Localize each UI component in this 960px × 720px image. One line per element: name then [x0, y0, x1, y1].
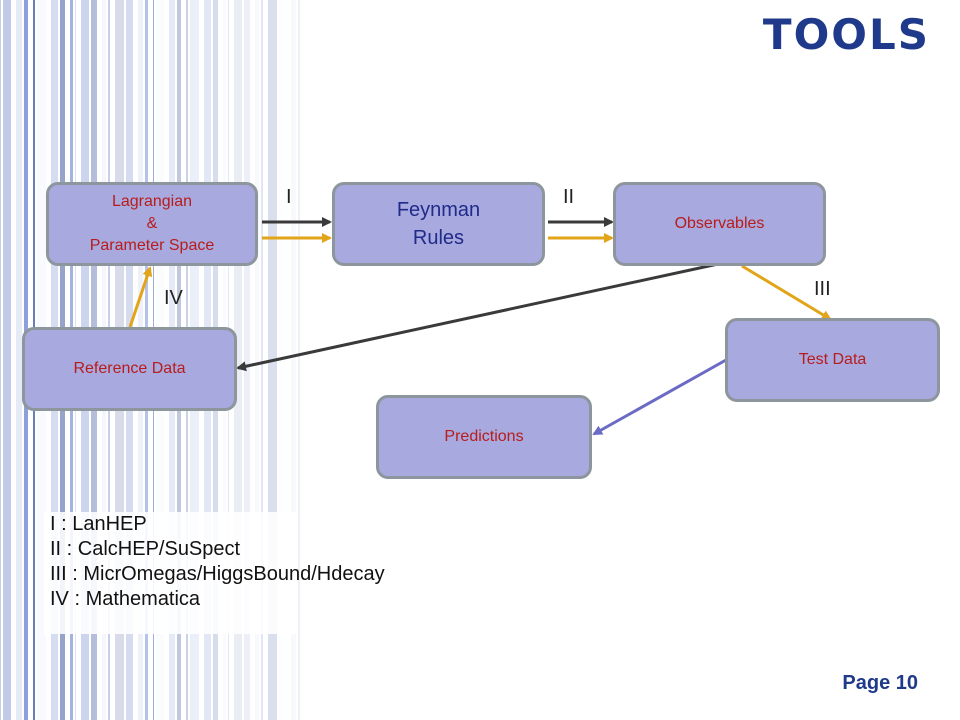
observables-label: Observables: [674, 215, 765, 232]
test-data-label: Test Data: [798, 351, 867, 368]
lagrangian-label: Lagrangian & Parameter Space: [89, 193, 215, 254]
feynman-rules-label: Feynman Rules: [396, 199, 481, 249]
predictions-box: Predictions: [376, 395, 592, 479]
step-i-label: I: [286, 186, 292, 208]
step-iii-label: III: [814, 278, 831, 300]
stripe: [255, 0, 259, 720]
legend-item-iii: III : MicrOmegas/HiggsBound/Hdecay: [50, 563, 385, 585]
arrow-reference-to-lagrangian: [128, 266, 153, 328]
tool-legend: I : LanHEP II : CalcHEP/SuSpect III : Mi…: [44, 512, 385, 634]
legend-item-i: I : LanHEP: [50, 513, 147, 535]
legend-item-ii: II : CalcHEP/SuSpect: [50, 538, 241, 560]
feynman-rules-box: Feynman Rules: [332, 182, 545, 266]
arrow-observables-to-reference-data: [236, 262, 719, 372]
page-number: Page 10: [842, 672, 918, 694]
arrow-test-data-to-predictions: [592, 358, 727, 436]
predictions-label: Predictions: [444, 428, 524, 445]
stripe: [261, 0, 263, 720]
stripe: [279, 0, 286, 720]
test-data-box: Test Data: [725, 318, 940, 402]
stripe: [244, 0, 250, 720]
legend-item-iv: IV : Mathematica: [50, 588, 201, 610]
stripe: [3, 0, 11, 720]
slide-title: TOOLS: [762, 10, 930, 59]
stripe: [234, 0, 242, 720]
step-iv-label: IV: [164, 287, 183, 309]
step-ii-label: II: [563, 186, 575, 208]
reference-data-box: Reference Data: [22, 327, 237, 411]
observables-box: Observables: [613, 182, 826, 266]
arrow-observables-to-test-data: [741, 264, 832, 321]
stripe: [16, 0, 22, 720]
stripe: [298, 0, 300, 720]
stripe: [291, 0, 296, 720]
lagrangian-box: Lagrangian & Parameter Space: [46, 182, 258, 266]
stripe: [0, 0, 1, 720]
reference-data-label: Reference Data: [73, 360, 186, 377]
